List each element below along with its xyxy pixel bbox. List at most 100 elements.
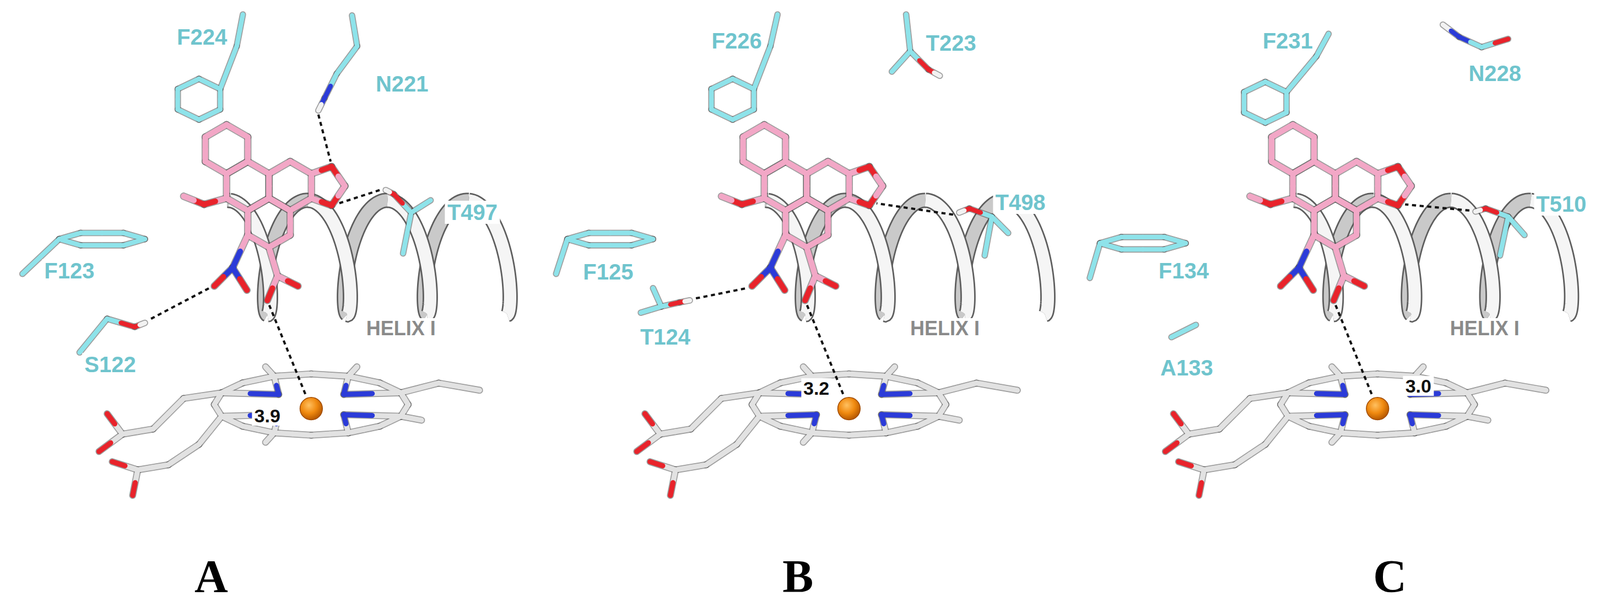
bond-outline — [707, 88, 715, 110]
bond — [1409, 414, 1413, 424]
bond-outline — [1309, 375, 1341, 383]
bond — [670, 482, 674, 495]
bond — [1342, 385, 1345, 394]
bond — [610, 230, 632, 235]
residue-label: N221 — [373, 72, 431, 96]
bond — [311, 433, 331, 435]
bond-outline — [1467, 382, 1506, 393]
distance-label: 3.9 — [252, 405, 283, 426]
bond — [642, 235, 653, 240]
bond-outline — [403, 212, 412, 254]
bond — [1504, 216, 1508, 236]
bond-outline — [311, 198, 332, 206]
bond-outline — [268, 198, 290, 211]
bond — [1265, 429, 1278, 444]
bond — [610, 242, 632, 248]
bond-outline — [803, 366, 813, 376]
helix-face — [264, 200, 309, 315]
bond — [996, 386, 1018, 390]
bond — [721, 196, 732, 200]
bond-outline — [244, 210, 252, 235]
bond — [183, 395, 203, 399]
bond — [101, 242, 124, 248]
bond-outline — [555, 239, 567, 274]
helix-face — [846, 200, 889, 315]
bond — [1346, 161, 1357, 168]
panel-letter: B — [780, 552, 816, 600]
bond — [228, 46, 237, 68]
bond-outline — [824, 210, 832, 235]
bond — [1250, 395, 1269, 399]
bond — [706, 453, 722, 465]
bond-outline — [268, 234, 290, 247]
bond-outline — [1331, 432, 1341, 442]
bond — [876, 185, 883, 196]
panel-letter: A — [192, 552, 231, 600]
bond-outline — [1356, 198, 1378, 211]
bond — [188, 78, 199, 84]
bond — [352, 366, 358, 372]
bond-outline — [265, 366, 275, 376]
bond — [774, 161, 786, 168]
bond — [1303, 161, 1315, 168]
bond — [881, 393, 911, 394]
bond-outline — [906, 14, 911, 52]
bond — [748, 415, 760, 430]
heme-sticks — [636, 366, 1018, 495]
bond-outline — [1171, 324, 1196, 337]
helix-face — [1530, 200, 1572, 315]
bond-outline — [752, 267, 771, 286]
bond-outline — [343, 414, 349, 433]
bond — [706, 398, 722, 414]
hbond-line — [876, 203, 954, 215]
hbond-line — [150, 288, 210, 320]
bond-outline — [1335, 234, 1357, 247]
residue-label: F226 — [709, 29, 765, 53]
bond-outline — [640, 306, 662, 313]
bond-outline — [277, 275, 299, 286]
bond — [753, 67, 762, 90]
bond — [650, 461, 663, 466]
bond — [1121, 246, 1143, 252]
bond-outline — [849, 198, 870, 206]
bond-outline — [804, 275, 816, 300]
residue-label: T498 — [992, 190, 1048, 214]
helix-edge — [1373, 200, 1415, 315]
bond-outline — [1505, 382, 1547, 391]
residue-label: T497 — [445, 200, 500, 224]
bond — [1505, 382, 1526, 387]
bond-outline — [806, 247, 816, 277]
helix-edge — [308, 200, 351, 315]
bond-outline — [781, 210, 790, 235]
bond — [1475, 209, 1481, 212]
bond — [1396, 432, 1415, 434]
bond-outline — [567, 232, 589, 239]
bond-outline — [1352, 210, 1361, 235]
bond-outline — [1288, 392, 1346, 394]
helix-label: HELIX I — [907, 317, 982, 339]
bond — [1494, 39, 1508, 43]
bond — [1121, 234, 1143, 240]
bond-outline — [1331, 173, 1340, 198]
helix-edge — [1330, 200, 1374, 315]
bond-outline — [670, 469, 676, 495]
bond — [644, 413, 653, 424]
bond — [1286, 74, 1302, 93]
bond-outline — [636, 433, 661, 451]
bond-outline — [203, 198, 227, 205]
bond-outline — [247, 198, 269, 211]
bond-outline — [743, 124, 765, 137]
iron-atom — [1366, 397, 1389, 420]
helix-edge — [925, 200, 969, 315]
bond-outline — [1316, 33, 1329, 57]
bond-outline — [232, 234, 248, 268]
bond — [214, 276, 224, 286]
bond-outline — [1507, 216, 1525, 235]
iron-atom — [300, 397, 323, 420]
bond-outline — [706, 444, 738, 465]
bond — [796, 198, 807, 205]
bond — [1280, 276, 1290, 286]
bond-outline — [222, 173, 231, 198]
bond — [404, 398, 409, 405]
bond-outline — [1458, 36, 1482, 48]
